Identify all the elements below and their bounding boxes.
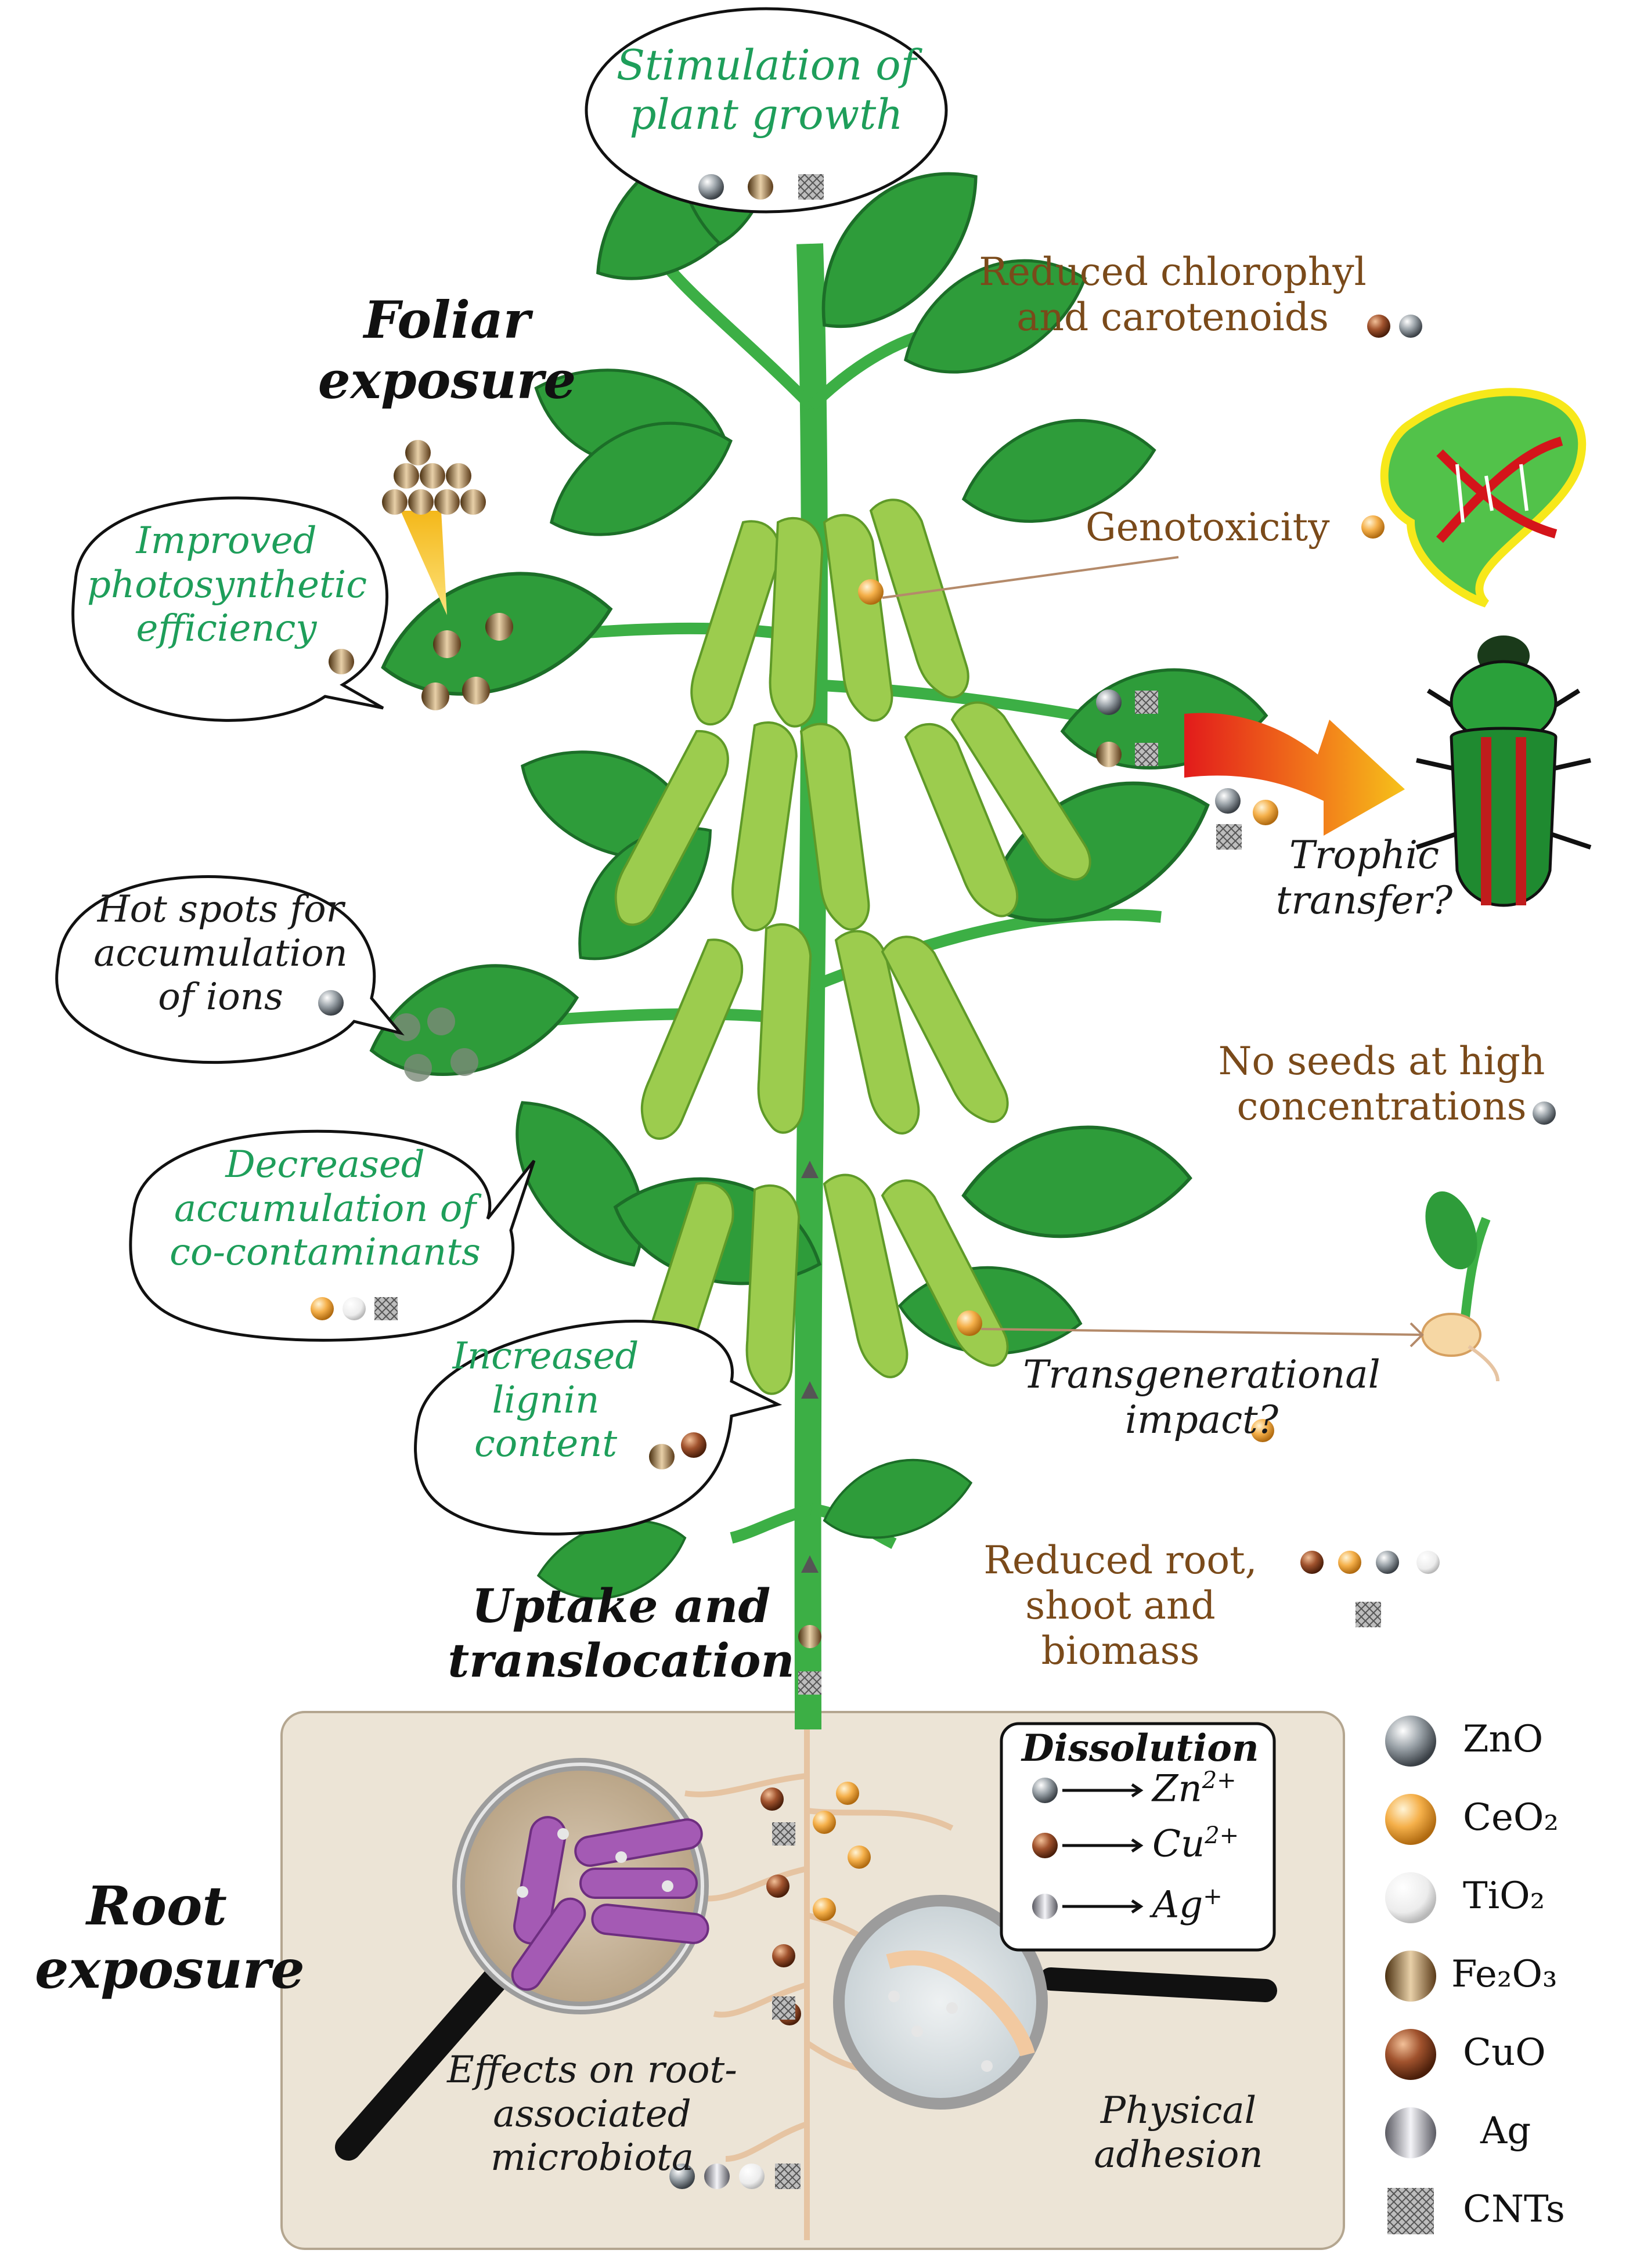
foliar-particle-cluster: [382, 440, 486, 615]
ion-zn: Zn2+: [1152, 1767, 1237, 1811]
ion-ag: Ag+: [1152, 1883, 1223, 1927]
effect-trophic: Trophic transfer?: [1275, 833, 1453, 923]
magnifier-adhesion: [833, 1895, 1277, 2110]
diss-cuo-particle: [1032, 1833, 1058, 1858]
diss-zno-particle: [1032, 1778, 1058, 1803]
legend-ag: Ag: [1480, 2110, 1531, 2153]
effect-physical-adhesion: Physical adhesion: [1094, 2089, 1263, 2176]
main-stem: [794, 243, 828, 1730]
effect-reduced-root: Reduced root, shoot and biomass: [983, 1538, 1257, 1673]
callout-hotspots: Hot spots for accumulation of ions: [93, 888, 348, 1019]
seedling-icon: [1421, 1191, 1499, 1382]
effect-microbiota: Effects on root-associated microbiota: [447, 2049, 737, 2180]
legend-cuo: CuO: [1463, 2031, 1546, 2074]
legend-cnts: CNTs: [1463, 2188, 1565, 2231]
dissolution-title: Dissolution: [1022, 1727, 1259, 1770]
trophic-arrow: [1184, 713, 1405, 836]
heading-uptake-translocation: Uptake and translocation: [448, 1579, 795, 1688]
translocation-arrows: [801, 1161, 819, 1573]
dna-icon: [1380, 388, 1587, 608]
leaf-particles: [392, 579, 1158, 1336]
callout-decreased: Decreased accumulation of co-contaminant…: [170, 1143, 481, 1274]
legend-ceo2: CeO₂: [1463, 1796, 1559, 1839]
diss-ag-particle: [1032, 1894, 1058, 1919]
effect-no-seeds: No seeds at high concentrations: [1218, 1039, 1545, 1129]
callout-photosynthetic: Improved photosynthetic efficiency: [87, 519, 367, 651]
effect-transgenerational: Transgenerational impact?: [1023, 1352, 1380, 1442]
effect-chlorophyl: Reduced chlorophyl and carotenoids: [979, 250, 1367, 340]
callout-stimulation: Stimulation of plant growth: [616, 41, 917, 139]
magnifier-microbiota: [335, 1758, 709, 2161]
dissolution-box: [1000, 1722, 1276, 1952]
pointer-lines: [882, 556, 1424, 1348]
heading-root-exposure: Root exposure: [35, 1875, 305, 2000]
legend-swatches: [1385, 1716, 1436, 2234]
ion-cu: Cu2+: [1152, 1822, 1239, 1866]
callout-lignin: Increased lignin content: [452, 1335, 639, 1466]
heading-foliar-exposure: Foliar exposure: [318, 290, 576, 410]
legend-tio2: TiO₂: [1463, 1875, 1545, 1917]
root-particles: [760, 1625, 871, 2025]
legend-fe2o3: Fe₂O₃: [1451, 1953, 1558, 1996]
callout-bubbles: [55, 7, 948, 1536]
inline-particles: [311, 174, 1556, 2189]
effect-genotoxicity: Genotoxicity: [1086, 505, 1330, 550]
legend-zno: ZnO: [1463, 1718, 1544, 1761]
dissolution-arrows: [1062, 1783, 1144, 1914]
beetle-icon: [1415, 635, 1592, 907]
